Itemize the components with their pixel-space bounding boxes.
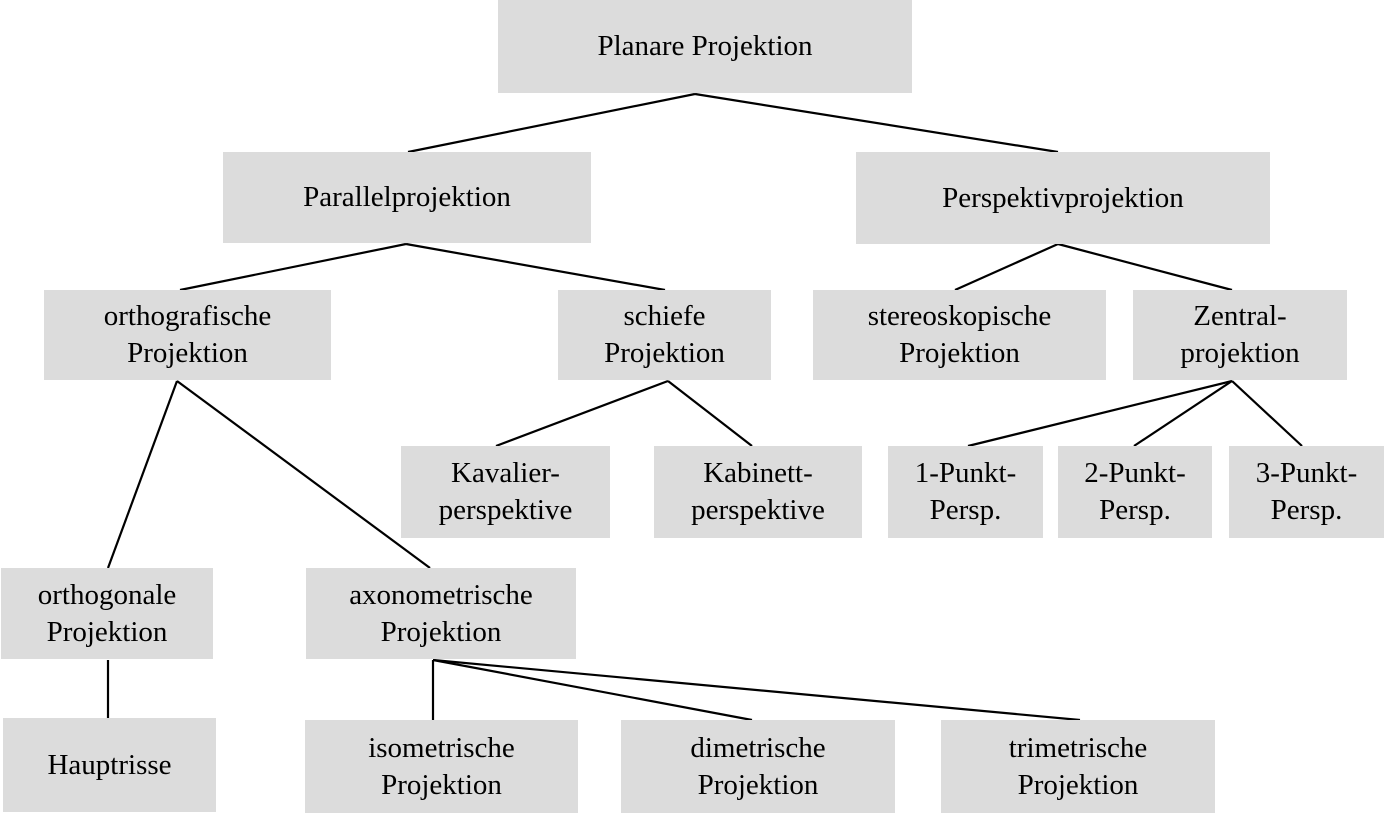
node-label-line: Projektion	[604, 337, 725, 369]
node-label-line: Projektion	[381, 768, 502, 801]
node-label-line: 1-Punkt-	[914, 457, 1017, 489]
node-label-line: perspektive	[438, 494, 573, 526]
node-kabinettperspektive: Kabinett- perspektive	[654, 446, 862, 538]
node-label-line: perspektive	[691, 494, 825, 526]
node-label-line: Persp.	[1099, 494, 1171, 526]
node-label-line: Projektion	[127, 337, 248, 369]
node-label-line: 2-Punkt-	[1084, 457, 1186, 489]
node-planare-projektion: Planare Projektion	[498, 0, 912, 93]
node-1-punkt-persp: 1-Punkt- Persp.	[888, 446, 1043, 538]
node-2-punkt-persp: 2-Punkt- Persp.	[1058, 446, 1212, 538]
node-isometrische-projektion: isometrische Projektion	[305, 720, 578, 813]
edge-parallel-orthografisch	[179, 242, 407, 292]
node-label-line: Projektion	[46, 615, 168, 648]
node-stereoskopische-projektion: stereoskopische Projektion	[813, 290, 1106, 380]
node-label-line: Persp.	[929, 494, 1002, 526]
edge-schief-kabinett	[667, 380, 753, 447]
node-label-line: Hauptrisse	[47, 748, 172, 781]
node-perspektivprojektion: Perspektivprojektion	[856, 152, 1270, 244]
edge-orthografisch-axonometrisch	[176, 380, 431, 569]
node-label-line: 3-Punkt-	[1255, 457, 1358, 489]
edge-perspektiv-stereoskopisch	[954, 242, 1059, 292]
edge-zentral-punkt1	[967, 379, 1233, 448]
node-label-line: Persp.	[1270, 494, 1343, 526]
edge-axonometrisch-trimetrisch	[432, 658, 1081, 722]
node-kavalierperspektive: Kavalier- perspektive	[401, 446, 610, 538]
node-label-line: orthogonale	[37, 578, 177, 611]
node-hauptrisse: Hauptrisse	[3, 718, 216, 812]
node-axonometrische-projektion: axonometrische Projektion	[306, 568, 576, 659]
node-zentralprojektion: Zentral- projektion	[1133, 290, 1347, 380]
node-label-line: Perspektivprojektion	[942, 181, 1184, 214]
node-label-line: projektion	[1180, 337, 1300, 369]
edge-perspektiv-zentral	[1057, 242, 1233, 292]
node-dimetrische-projektion: dimetrische Projektion	[621, 720, 895, 813]
node-label-line: Projektion	[380, 615, 502, 648]
node-label-line: schiefe	[623, 300, 706, 332]
node-parallelprojektion: Parallelprojektion	[223, 152, 591, 243]
node-label-line: Zentral-	[1193, 300, 1287, 332]
node-orthogonale-projektion: orthogonale Projektion	[1, 568, 213, 659]
node-label-line: Projektion	[1017, 768, 1139, 801]
node-label-line: Kabinett-	[703, 457, 813, 489]
edge-zentral-punkt2	[1133, 380, 1233, 447]
node-label-line: Kavalier-	[451, 457, 560, 489]
node-label-line: stereoskopische	[867, 300, 1052, 332]
node-label-line: axonometrische	[349, 578, 533, 611]
edge-axonometrisch-dimetrisch	[432, 658, 753, 722]
node-label-line: Projektion	[697, 768, 819, 801]
node-label-line: Parallelprojektion	[303, 181, 511, 213]
node-label-line: isometrische	[368, 731, 515, 764]
edge-orthografisch-orthogonal	[106, 380, 179, 569]
node-3-punkt-persp: 3-Punkt- Persp.	[1229, 446, 1384, 538]
node-schiefe-projektion: schiefe Projektion	[558, 290, 771, 380]
edge-planar-perspektiv	[694, 92, 1059, 154]
edge-zentral-punkt3	[1231, 380, 1303, 447]
edge-planar-parallel	[407, 92, 696, 154]
node-label-line: trimetrische	[1008, 731, 1148, 764]
node-label-line: orthografische	[103, 300, 272, 332]
node-label-line: dimetrische	[690, 731, 826, 764]
edge-parallel-schief	[405, 242, 666, 292]
node-label-line: Planare Projektion	[597, 30, 813, 62]
node-label-line: Projektion	[899, 337, 1020, 369]
node-trimetrische-projektion: trimetrische Projektion	[941, 720, 1215, 813]
edge-schief-kavalier	[495, 379, 669, 448]
node-orthografische-projektion: orthografische Projektion	[44, 290, 331, 380]
